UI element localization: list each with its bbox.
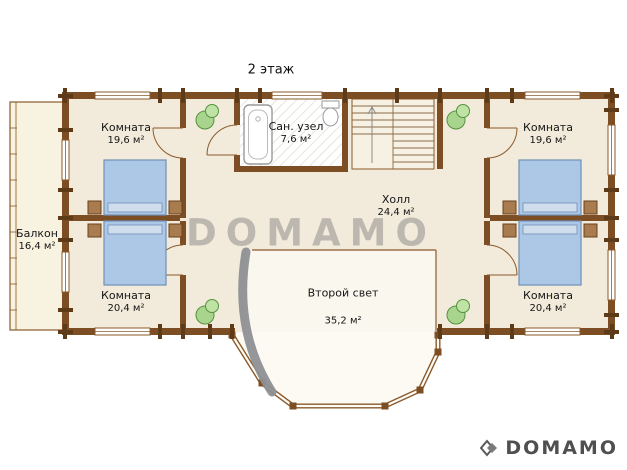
room-name: Холл xyxy=(381,192,411,206)
plant-icon xyxy=(195,104,219,130)
plants xyxy=(195,104,470,325)
room-label-balcony: Балкон 16,4 м² xyxy=(16,227,58,253)
room-label-bathroom: Сан. узел 7,6 м² xyxy=(269,120,324,146)
windows xyxy=(61,91,616,336)
room-area: 20,4 м² xyxy=(107,303,145,315)
room-area: 7,6 м² xyxy=(280,134,312,146)
room-area: 24,4 м² xyxy=(377,207,415,219)
room-name: Комната xyxy=(523,288,573,302)
room-name: Балкон xyxy=(16,226,58,240)
room-label-top-right: Комната 19,6 м² xyxy=(523,121,573,147)
plant-icon xyxy=(446,299,470,325)
bedroom-furniture xyxy=(87,159,598,286)
bathroom-area xyxy=(240,99,342,166)
room-label-hall: Холл 24,4 м² xyxy=(378,193,415,219)
brand-footer: DOMAMO xyxy=(477,437,618,459)
bed-bottom-left xyxy=(103,220,167,286)
bed-top-right xyxy=(518,159,582,216)
room-area: 16,4 м² xyxy=(18,241,56,253)
doors xyxy=(152,124,518,276)
room-name: Сан. узел xyxy=(268,119,324,133)
second-light-void xyxy=(228,247,442,410)
balcony-area xyxy=(9,101,66,331)
room-area: 19,6 м² xyxy=(107,135,145,147)
watermark: DOMAMO xyxy=(186,211,436,255)
room-name: Комната xyxy=(101,288,151,302)
bed-top-left xyxy=(103,159,167,216)
room-name: Комната xyxy=(523,120,573,134)
log-joints xyxy=(58,88,619,339)
floor-title: 2 этаж xyxy=(247,62,295,78)
balcony-railing xyxy=(10,127,17,311)
brand-logo-icon xyxy=(480,439,498,457)
room-area: 19,6 м² xyxy=(529,135,567,147)
room-label-top-left: Комната 19,6 м² xyxy=(101,121,151,147)
room-name: Комната xyxy=(101,120,151,134)
void-edge-curve xyxy=(238,247,277,397)
room-area: 20,4 м² xyxy=(529,303,567,315)
room-name: Второй свет xyxy=(307,286,379,300)
plant-icon xyxy=(195,299,219,325)
room-area: 35,2 м² xyxy=(324,315,362,327)
bed-bottom-right xyxy=(518,220,582,286)
plant-icon xyxy=(446,104,470,130)
toilet xyxy=(321,100,340,127)
room-label-second-light: Второй свет 35,2 м² xyxy=(308,286,379,327)
room-label-bottom-left: Комната 20,4 м² xyxy=(101,289,151,315)
nightstands xyxy=(87,200,598,238)
room-label-bottom-right: Комната 20,4 м² xyxy=(523,289,573,315)
brand-text: DOMAMO xyxy=(505,437,618,459)
bathtub xyxy=(243,104,273,165)
staircase xyxy=(351,98,435,170)
